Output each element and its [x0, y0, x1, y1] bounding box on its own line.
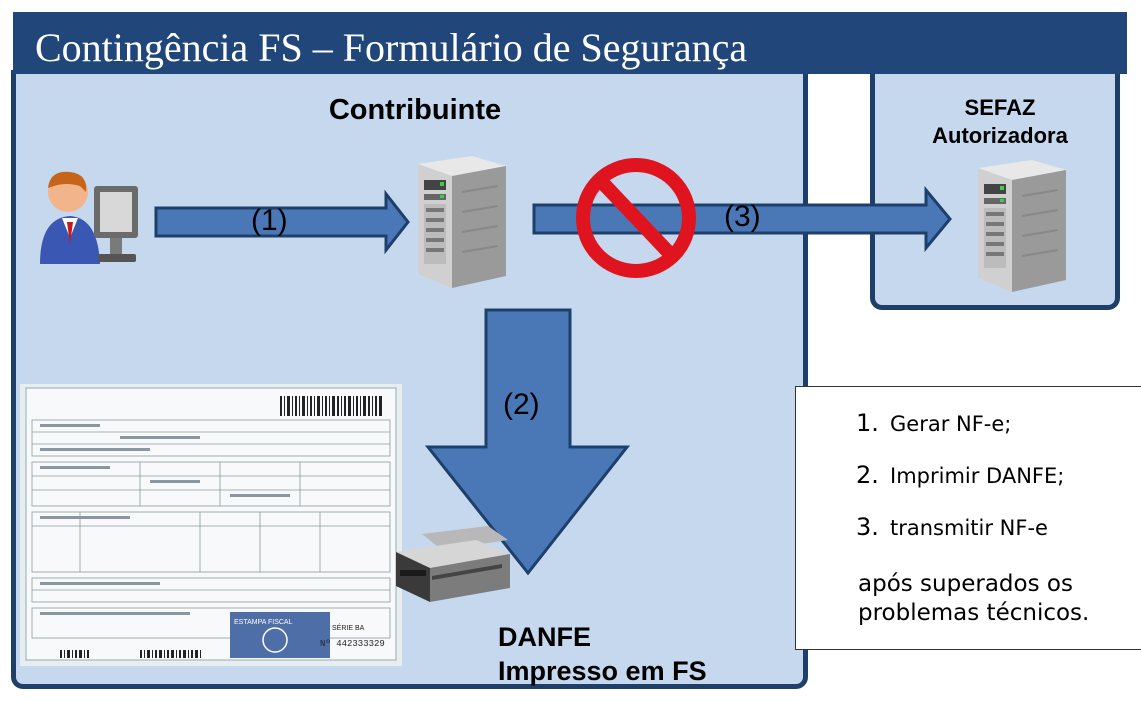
step-text: transmitir NF-e: [890, 516, 1048, 540]
arrow-1-label: (1): [251, 204, 288, 237]
step-number: 1.: [856, 409, 879, 437]
slide-title: Contingência FS – Formulário de Seguranç…: [35, 25, 748, 70]
sefaz-server-icon: [978, 160, 1066, 292]
step-item-2: 2. Imprimir DANFE;: [856, 461, 1064, 489]
sefaz-label-line2: Autorizadora: [932, 123, 1068, 148]
danfe-caption: DANFE Impresso em FS: [498, 620, 707, 688]
step-number: 3.: [856, 513, 879, 541]
step-text: Imprimir DANFE;: [890, 464, 1065, 488]
form-serie-text: SÉRIE BA: [332, 623, 365, 632]
step-item-3: 3. transmitir NF-e: [856, 513, 1048, 541]
danfe-caption-line2: Impresso em FS: [498, 656, 707, 686]
danfe-form-image: ESTAMPA FISCAL SÉRIE BA Nº 442333329: [20, 384, 402, 666]
title-bar: [13, 12, 1127, 74]
note-line2: problemas técnicos.: [858, 600, 1090, 626]
no-sign-icon: [576, 158, 696, 278]
note-text: após superados os problemas técnicos.: [858, 570, 1089, 628]
step-text: Gerar NF-e;: [890, 412, 1012, 436]
step-number: 2.: [856, 461, 879, 489]
step-item-1: 1. Gerar NF-e;: [856, 409, 1011, 437]
form-selo-text: ESTAMPA FISCAL: [234, 619, 293, 626]
danfe-caption-line1: DANFE: [498, 622, 591, 652]
arrow-2-label: (2): [503, 388, 540, 421]
arrow-3: [532, 185, 952, 253]
sefaz-label-line1: SEFAZ: [964, 95, 1036, 120]
user-computer-icon: [40, 171, 138, 264]
contribuinte-label: Contribuinte: [328, 94, 502, 126]
contribuinte-server-icon: [418, 156, 506, 288]
arrow-1: [154, 189, 410, 255]
printer-icon: [396, 526, 510, 602]
note-line1: após superados os: [858, 571, 1073, 597]
form-numero-text: Nº 442333329: [320, 639, 385, 649]
arrow-3-label: (3): [724, 200, 761, 233]
steps-box: 1. Gerar NF-e; 2. Imprimir DANFE; 3. transm…: [795, 386, 1141, 650]
arrow-2: [424, 308, 631, 576]
sefaz-label: SEFAZ Autorizadora: [880, 94, 1120, 150]
